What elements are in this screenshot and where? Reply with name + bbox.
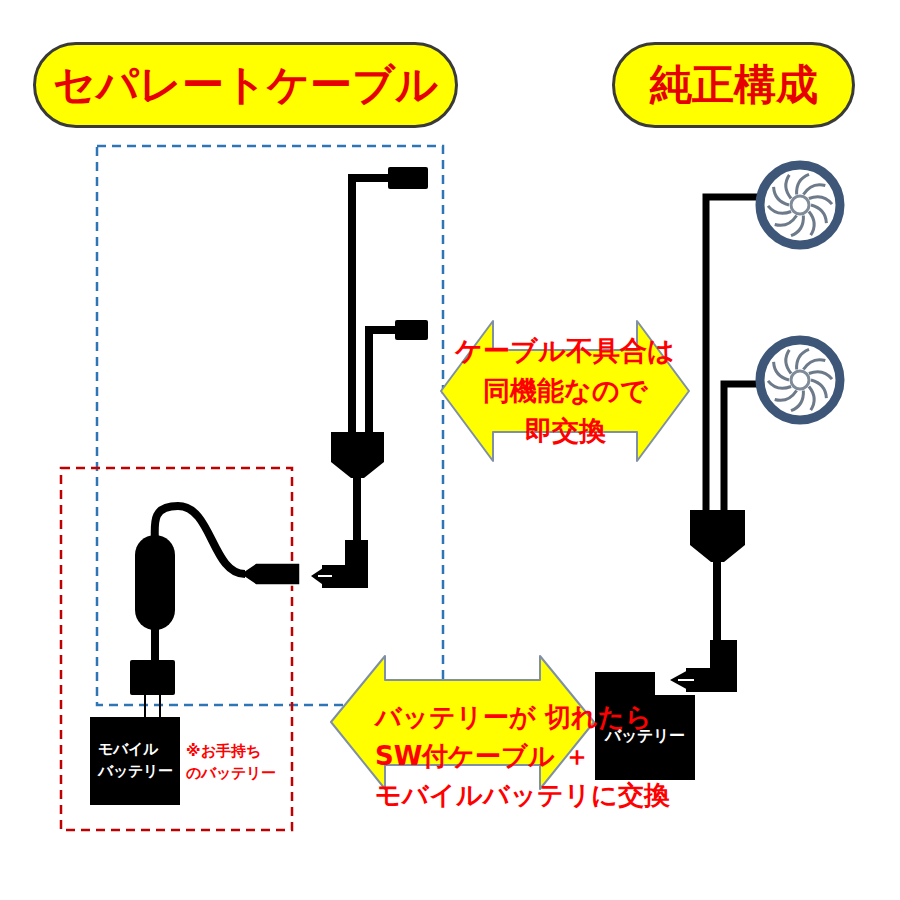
- blue-dashed-region: [97, 146, 443, 705]
- node-text: セパレートケーブル: [53, 62, 438, 108]
- arrow-shape: [441, 321, 689, 461]
- fan: [760, 340, 840, 420]
- battery-body: [595, 672, 695, 780]
- male-plug: [240, 563, 300, 585]
- cable-wire: [724, 384, 765, 515]
- node-text: バッテリー: [605, 726, 685, 747]
- usb-plug: [130, 660, 175, 695]
- node-text: 純正構成: [650, 62, 818, 108]
- cable-wire: [151, 628, 159, 662]
- node-text: モバイル バッテリー: [98, 739, 173, 783]
- double-arrow: バッテリーが 切れたら SW付ケーブル ＋モバイルバッテリに交換: [330, 655, 595, 790]
- fan-connector: [388, 167, 428, 189]
- cable-wire: [353, 470, 361, 548]
- battery: バッテリー: [595, 672, 695, 780]
- fan-blades: [768, 349, 832, 410]
- fan-connector: [395, 320, 428, 340]
- node-text: バッテリーが 切れたら SW付ケーブル ＋モバイルバッテリに交換: [375, 698, 670, 815]
- cable-wire: [706, 197, 760, 515]
- heading-pill: 純正構成: [612, 42, 855, 128]
- mobile-battery: モバイル バッテリー: [90, 717, 180, 805]
- double-arrow: ケーブル不具合は 同機能なので 即交換: [440, 320, 690, 462]
- fan-ring: [760, 165, 840, 245]
- cable-wire: [713, 555, 721, 648]
- fan: [760, 165, 840, 245]
- switch: [135, 535, 175, 630]
- node-text: ケーブル不具合は 同機能なので 即交換: [455, 331, 675, 451]
- stock-cable: [670, 197, 765, 692]
- usb-pins: [145, 695, 160, 718]
- fan-blades: [768, 174, 832, 235]
- fan-ring: [760, 340, 840, 420]
- note-label: ※お手持ち のバッテリー: [186, 741, 276, 785]
- plug-mark: [678, 679, 694, 681]
- y-splitter: [690, 510, 745, 562]
- plug-mark: [318, 575, 332, 577]
- heading-pill: セパレートケーブル: [33, 42, 458, 128]
- separate-cable: [130, 167, 428, 718]
- red-dashed-region: [61, 468, 292, 830]
